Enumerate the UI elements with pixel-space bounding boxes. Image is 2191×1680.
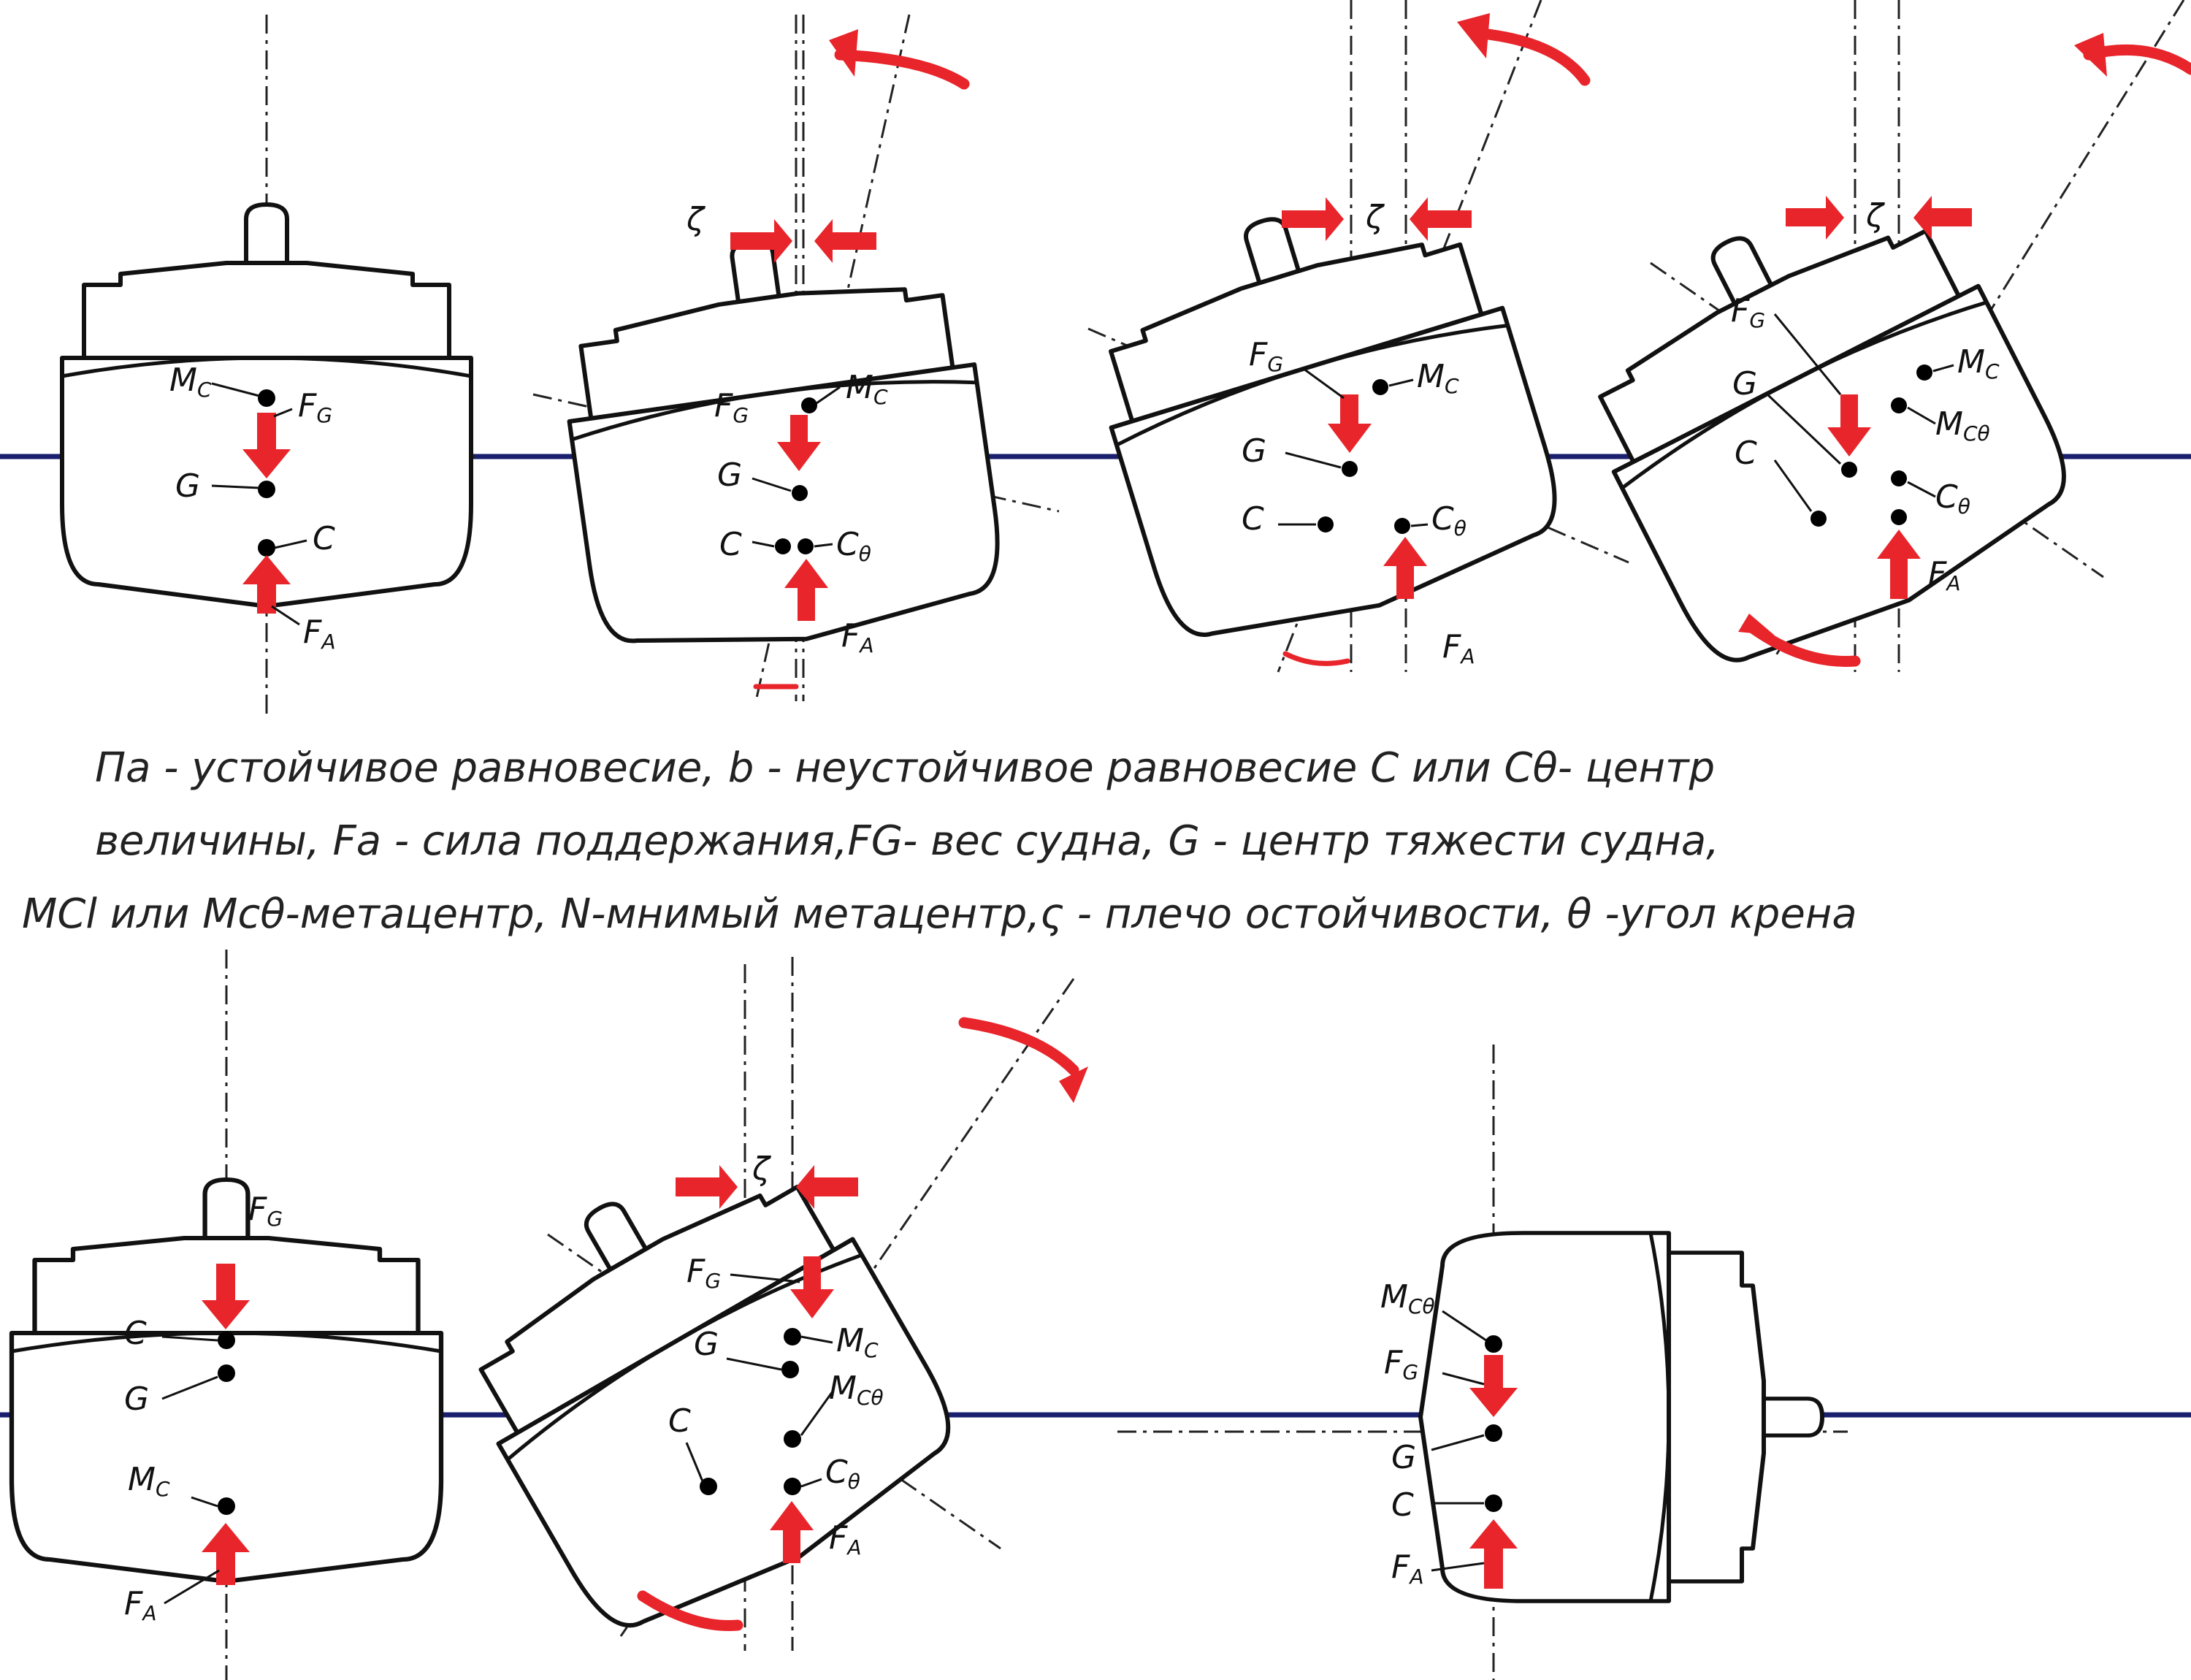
metacenter-point xyxy=(258,389,275,407)
svg-text:MC: MC xyxy=(1957,343,2000,383)
caption-line-3: MCl или Mcθ-метацентр, N-мнимый метацент… xyxy=(22,890,1857,938)
svg-text:FA: FA xyxy=(1442,628,1475,668)
svg-text:G: G xyxy=(175,467,200,505)
caption-line-1: Па - устойчивое равновесие, b - неустойч… xyxy=(95,744,1715,792)
buoyancy-arrow xyxy=(242,555,291,614)
svg-text:ζ: ζ xyxy=(686,201,706,238)
svg-text:ζ: ζ xyxy=(1865,197,1885,234)
svg-text:FG: FG xyxy=(1731,292,1765,332)
svg-text:G: G xyxy=(717,457,742,494)
svg-text:G: G xyxy=(1391,1439,1416,1476)
ship-6-heel-capsizing: ζ FG MC G MCθ C Cθ FA xyxy=(422,957,1088,1659)
svg-text:MCθ: MCθ xyxy=(1380,1278,1435,1318)
ship-4-heel-large: ζ MC MCθ FG G C Cθ FA xyxy=(1544,0,2191,693)
svg-text:C: C xyxy=(1242,500,1264,538)
svg-text:FA: FA xyxy=(124,1585,156,1625)
svg-text:Cθ: Cθ xyxy=(825,1454,860,1494)
gravity-center-point xyxy=(258,481,275,498)
svg-text:MC: MC xyxy=(1417,358,1459,398)
caption-block: Па - устойчивое равновесие, b - неустойч… xyxy=(22,744,1857,938)
svg-text:G: G xyxy=(1732,365,1757,402)
svg-text:FG: FG xyxy=(714,387,749,427)
svg-text:FA: FA xyxy=(1391,1549,1423,1589)
svg-text:ζ: ζ xyxy=(752,1150,771,1188)
ship-5-upright-unstable: FG C G MC FA xyxy=(12,950,441,1680)
svg-text:FA: FA xyxy=(841,617,873,657)
svg-text:G: G xyxy=(694,1326,719,1363)
svg-text:Cθ: Cθ xyxy=(1431,500,1467,541)
svg-text:FG: FG xyxy=(687,1253,721,1293)
svg-text:MC: MC xyxy=(169,362,212,402)
weight-arrow xyxy=(242,413,291,478)
svg-text:C: C xyxy=(1735,435,1757,472)
svg-text:MC: MC xyxy=(846,369,888,409)
svg-text:MC: MC xyxy=(128,1461,170,1501)
ship-2-heel-small: ζ MC FG G C Cθ FA xyxy=(532,14,1060,702)
ship-7-capsized-side: MCθ FG G C FA xyxy=(1117,1045,1848,1680)
svg-text:G: G xyxy=(1242,432,1266,470)
svg-text:FA: FA xyxy=(303,614,335,654)
svg-text:ζ: ζ xyxy=(1365,199,1385,236)
buoyancy-center-point xyxy=(258,539,275,557)
svg-text:G: G xyxy=(124,1381,149,1418)
svg-text:FA: FA xyxy=(1928,555,1960,595)
svg-text:Cθ: Cθ xyxy=(1935,478,1970,519)
ship-3-heel-medium: ζ MC FG G C Cθ FA xyxy=(1066,0,1629,673)
svg-text:FG: FG xyxy=(298,387,332,427)
svg-text:FA: FA xyxy=(829,1519,861,1559)
svg-text:FG: FG xyxy=(248,1191,283,1231)
svg-text:FG: FG xyxy=(1249,336,1283,376)
svg-text:MCθ: MCθ xyxy=(1935,405,1990,446)
caption-line-2: величины, Fa - сила поддержания,FG- вес … xyxy=(95,817,1719,865)
svg-text:C: C xyxy=(719,526,742,563)
svg-text:C: C xyxy=(313,520,335,557)
svg-text:C: C xyxy=(668,1402,691,1440)
svg-text:MCθ: MCθ xyxy=(829,1370,884,1410)
svg-text:C: C xyxy=(1391,1486,1414,1524)
ship-1-upright: MC FG G C FA xyxy=(62,15,475,716)
svg-text:C: C xyxy=(124,1315,147,1352)
svg-text:Cθ: Cθ xyxy=(836,526,871,566)
svg-text:MC: MC xyxy=(836,1322,879,1362)
svg-text:FG: FG xyxy=(1384,1344,1418,1384)
